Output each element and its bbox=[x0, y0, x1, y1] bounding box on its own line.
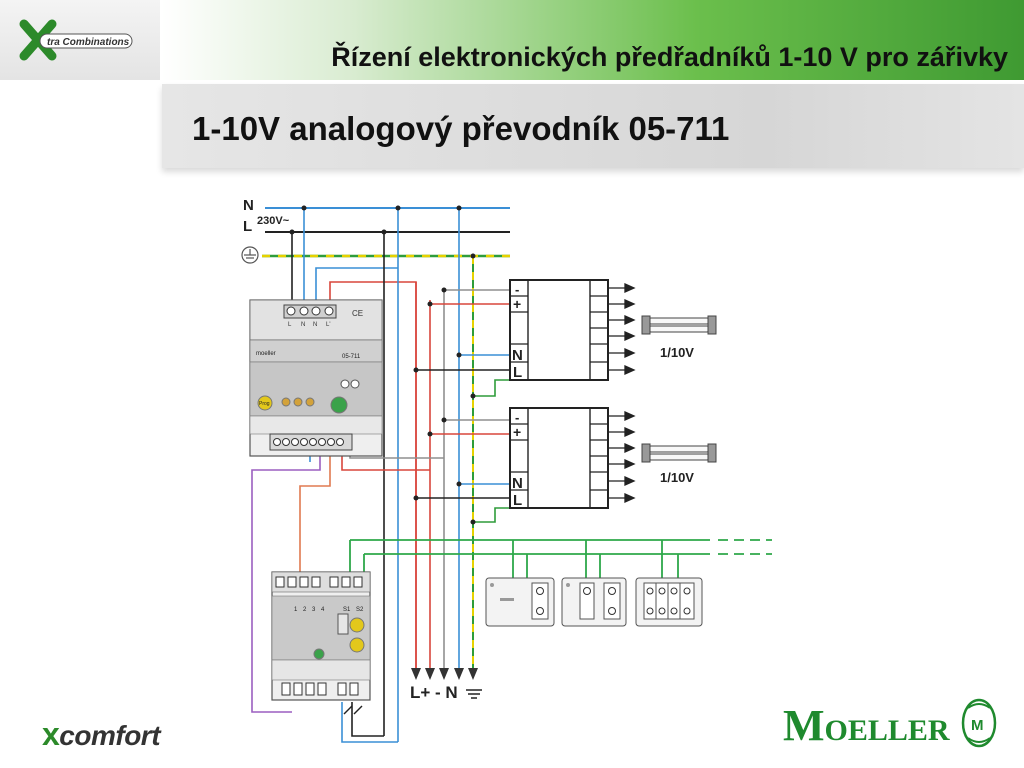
svg-text:Prog: Prog bbox=[259, 401, 270, 407]
actuator-green-button bbox=[313, 648, 325, 660]
converter-green-button bbox=[330, 396, 348, 414]
svg-text:-: - bbox=[515, 282, 519, 297]
actuator-module: 1 2 3 4 S1 S2 bbox=[271, 571, 371, 701]
converter-terminals: L N N L' bbox=[283, 304, 337, 328]
svg-text:4: 4 bbox=[321, 607, 325, 613]
title-bar: Řízení elektronických předřadníků 1-10 V… bbox=[162, 0, 1024, 80]
brand-logo-mark: tra Combinations bbox=[19, 19, 133, 61]
page-subtitle: 1-10V analogový převodník 05-711 bbox=[192, 110, 730, 147]
svg-text:L: L bbox=[288, 322, 292, 328]
push-button-module-1 bbox=[485, 577, 555, 627]
moeller-logo: MOELLER bbox=[783, 701, 950, 750]
ballast-1: - + N L bbox=[509, 279, 609, 381]
earth-icon bbox=[241, 246, 259, 264]
bottom-terminal-label: L+ - N bbox=[410, 683, 458, 702]
svg-text:M: M bbox=[971, 717, 984, 734]
svg-text:S1: S1 bbox=[343, 607, 351, 613]
svg-text:N: N bbox=[301, 322, 305, 328]
push-button-module-3 bbox=[635, 577, 703, 627]
brand-logo-text: tra Combinations bbox=[47, 37, 130, 48]
fluorescent-tube-2-icon bbox=[641, 443, 717, 463]
subtitle-bar: 1-10V analogový převodník 05-711 bbox=[162, 84, 1024, 168]
brand-logo: tra Combinations bbox=[0, 0, 160, 80]
svg-text:N: N bbox=[313, 322, 317, 328]
earth-terminal-icon bbox=[466, 689, 482, 699]
bottom-arrows bbox=[411, 668, 478, 680]
svg-text:1: 1 bbox=[294, 607, 298, 613]
svg-text:L': L' bbox=[326, 322, 330, 328]
svg-text:+: + bbox=[513, 424, 521, 440]
supply-n-label: N bbox=[243, 197, 254, 214]
ce-mark: CE bbox=[352, 309, 363, 318]
converter-brand: moeller bbox=[256, 351, 276, 357]
page-title: Řízení elektronických předřadníků 1-10 V… bbox=[331, 42, 1008, 72]
svg-text:N: N bbox=[512, 475, 523, 492]
push-button-module-2 bbox=[561, 577, 627, 627]
svg-text:2: 2 bbox=[303, 607, 307, 613]
supply-voltage-label: 230V~ bbox=[257, 215, 290, 227]
svg-text:N: N bbox=[512, 347, 523, 364]
svg-text:3: 3 bbox=[312, 607, 316, 613]
actuator-yellow-button bbox=[349, 617, 365, 633]
supply-l-label: L bbox=[243, 218, 252, 235]
lamp-label-1: 1/10V bbox=[660, 345, 694, 360]
svg-text:L: L bbox=[513, 364, 522, 381]
svg-text:+: + bbox=[513, 296, 521, 312]
svg-text:-: - bbox=[515, 410, 519, 425]
svg-text:S2: S2 bbox=[356, 607, 364, 613]
lamp-label-2: 1/10V bbox=[660, 470, 694, 485]
converter-module: L N N L' CE moeller 05-711 Prog bbox=[249, 299, 383, 457]
ballast-1-output-arrows bbox=[608, 282, 636, 376]
moeller-emblem-icon: M bbox=[961, 698, 997, 748]
ballast-2-output-arrows bbox=[608, 410, 636, 504]
xcomfort-logo: xcomfort bbox=[42, 716, 161, 752]
converter-model: 05-711 bbox=[342, 354, 361, 360]
fluorescent-tube-1-icon bbox=[641, 315, 717, 335]
svg-text:L: L bbox=[513, 492, 522, 509]
prog-button bbox=[257, 395, 273, 411]
ballast-2: - + N L bbox=[509, 407, 609, 509]
status-led bbox=[281, 397, 291, 407]
